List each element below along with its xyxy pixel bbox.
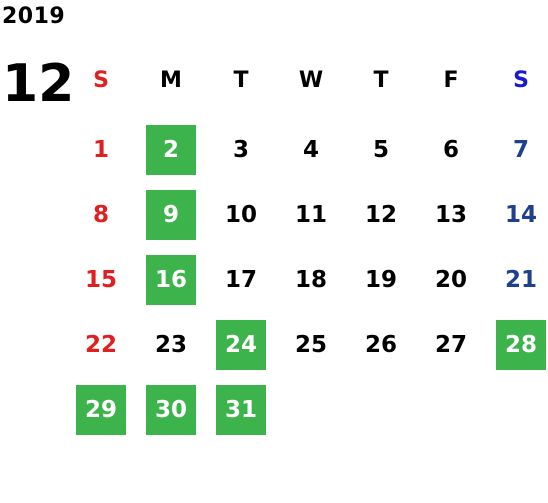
calendar-day[interactable]: 14 bbox=[504, 202, 537, 228]
calendar-day-highlighted[interactable]: 16 bbox=[146, 255, 196, 305]
weekday-header: S bbox=[513, 67, 529, 93]
calendar-day[interactable]: 6 bbox=[442, 137, 459, 163]
calendar-day[interactable]: 26 bbox=[364, 332, 397, 358]
calendar-day[interactable]: 8 bbox=[92, 202, 109, 228]
calendar-day-highlighted[interactable]: 28 bbox=[496, 320, 546, 370]
calendar-day[interactable]: 21 bbox=[504, 267, 537, 293]
calendar-day[interactable]: 13 bbox=[434, 202, 467, 228]
month-number: 12 bbox=[2, 54, 75, 114]
calendar-day-highlighted[interactable]: 2 bbox=[146, 125, 196, 175]
calendar-day[interactable]: 3 bbox=[232, 137, 249, 163]
weekday-header: M bbox=[160, 67, 182, 93]
year-label: 2019 bbox=[2, 4, 66, 29]
calendar-day-highlighted[interactable]: 31 bbox=[216, 385, 266, 435]
calendar-day[interactable]: 17 bbox=[224, 267, 257, 293]
calendar-day-highlighted[interactable]: 9 bbox=[146, 190, 196, 240]
calendar-day[interactable]: 12 bbox=[364, 202, 397, 228]
calendar-day-highlighted[interactable]: 24 bbox=[216, 320, 266, 370]
calendar-day[interactable]: 1 bbox=[92, 137, 109, 163]
calendar-day[interactable]: 25 bbox=[294, 332, 327, 358]
weekday-header: T bbox=[233, 67, 249, 93]
calendar-day[interactable]: 5 bbox=[372, 137, 389, 163]
calendar-day[interactable]: 22 bbox=[84, 332, 117, 358]
calendar-day[interactable]: 18 bbox=[294, 267, 327, 293]
calendar-day[interactable]: 20 bbox=[434, 267, 467, 293]
weekday-header: S bbox=[93, 67, 109, 93]
weekday-header: T bbox=[373, 67, 389, 93]
calendar-day[interactable]: 19 bbox=[364, 267, 397, 293]
calendar-day[interactable]: 4 bbox=[302, 137, 319, 163]
calendar-day[interactable]: 23 bbox=[154, 332, 187, 358]
calendar-day[interactable]: 15 bbox=[84, 267, 117, 293]
weekday-header: W bbox=[298, 67, 324, 93]
calendar-day-highlighted[interactable]: 30 bbox=[146, 385, 196, 435]
calendar-day[interactable]: 11 bbox=[294, 202, 327, 228]
calendar-day[interactable]: 27 bbox=[434, 332, 467, 358]
calendar-day[interactable]: 10 bbox=[224, 202, 257, 228]
weekday-header: F bbox=[443, 67, 459, 93]
calendar-day[interactable]: 7 bbox=[512, 137, 529, 163]
calendar-day-highlighted[interactable]: 29 bbox=[76, 385, 126, 435]
